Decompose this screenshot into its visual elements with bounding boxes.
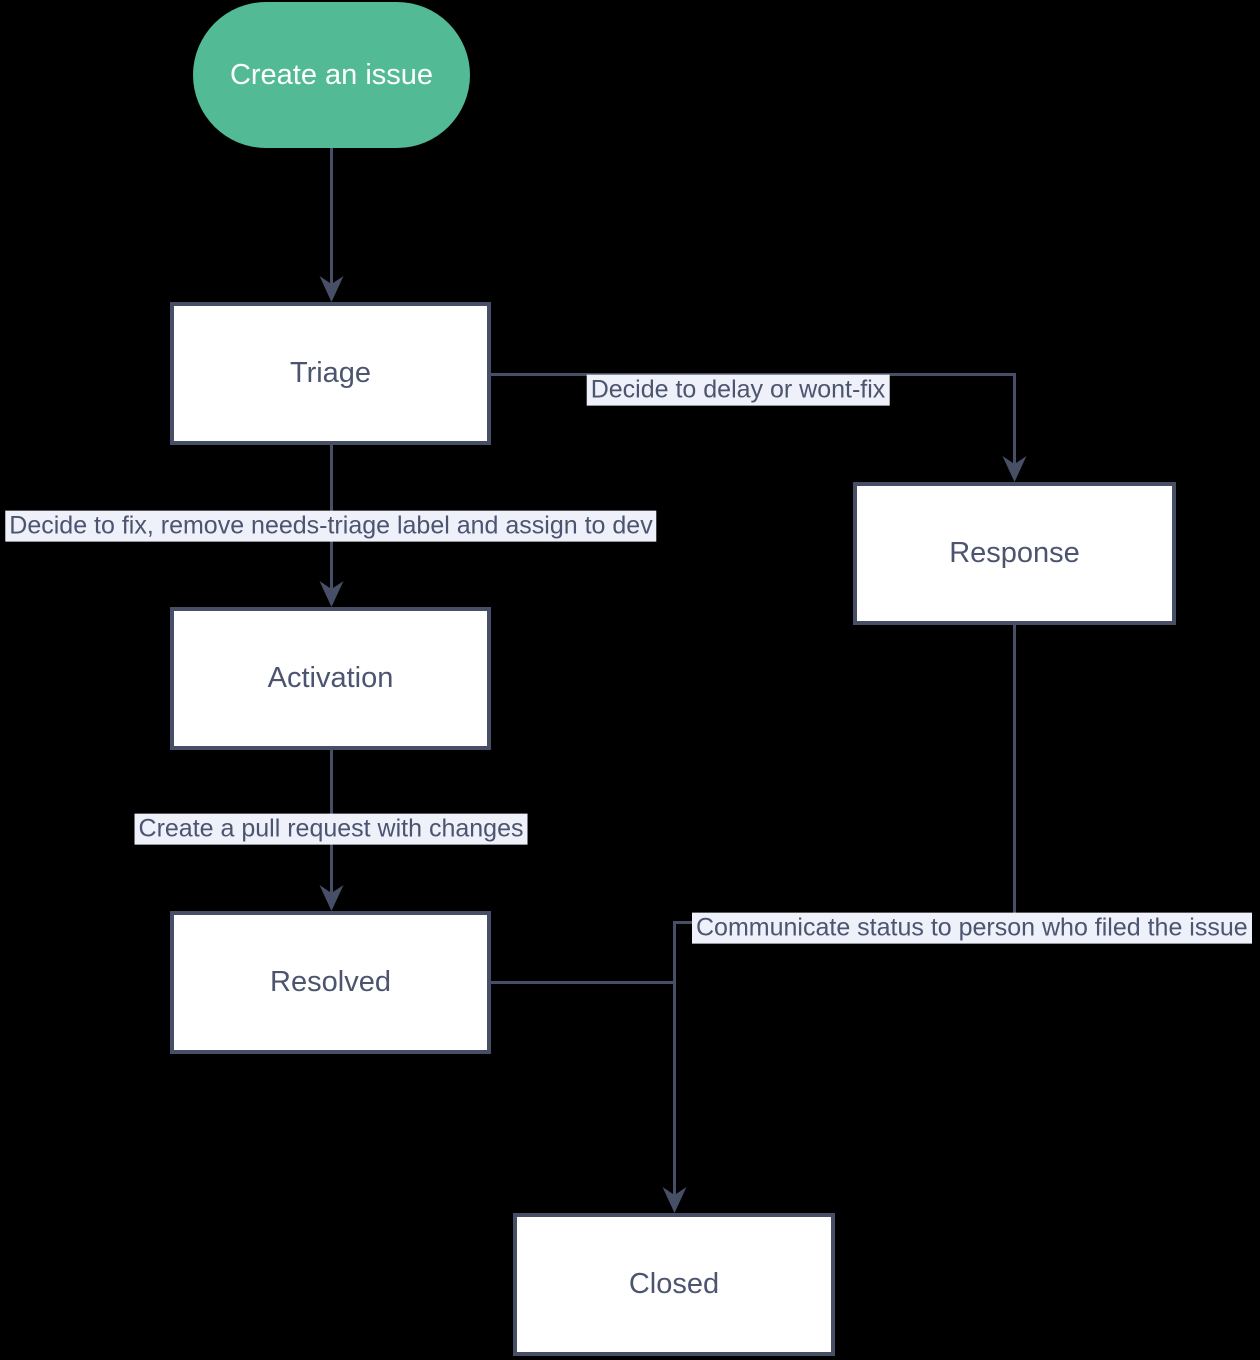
- node-closed-label: Closed: [628, 1268, 720, 1300]
- node-response: Response: [853, 482, 1176, 625]
- edge-label-triage-response: Decide to delay or wont-fix: [586, 374, 890, 406]
- node-create-an-issue-label: Create an issue: [229, 58, 434, 91]
- edge-label-activation-resolved: Create a pull request with changes: [134, 813, 528, 845]
- arrowhead-triage: [319, 276, 344, 302]
- node-triage: Triage: [170, 302, 491, 445]
- edge-label-triage-activation: Decide to fix, remove needs-triage label…: [5, 510, 657, 542]
- node-response-label: Response: [949, 537, 1080, 569]
- node-create-an-issue: Create an issue: [193, 2, 470, 148]
- edge-label-response-closed: Communicate status to person who filed t…: [692, 912, 1252, 944]
- arrowhead-resolved: [319, 885, 344, 911]
- node-resolved: Resolved: [170, 911, 491, 1054]
- node-activation-label: Activation: [267, 662, 394, 694]
- edge-triage-response: [491, 373, 1016, 470]
- node-activation: Activation: [170, 607, 491, 750]
- arrowhead-activation: [319, 581, 344, 607]
- node-closed: Closed: [513, 1213, 835, 1356]
- node-triage-label: Triage: [289, 357, 372, 389]
- arrowhead-closed: [662, 1187, 687, 1213]
- arrowhead-response: [1002, 456, 1027, 482]
- node-resolved-label: Resolved: [270, 966, 391, 998]
